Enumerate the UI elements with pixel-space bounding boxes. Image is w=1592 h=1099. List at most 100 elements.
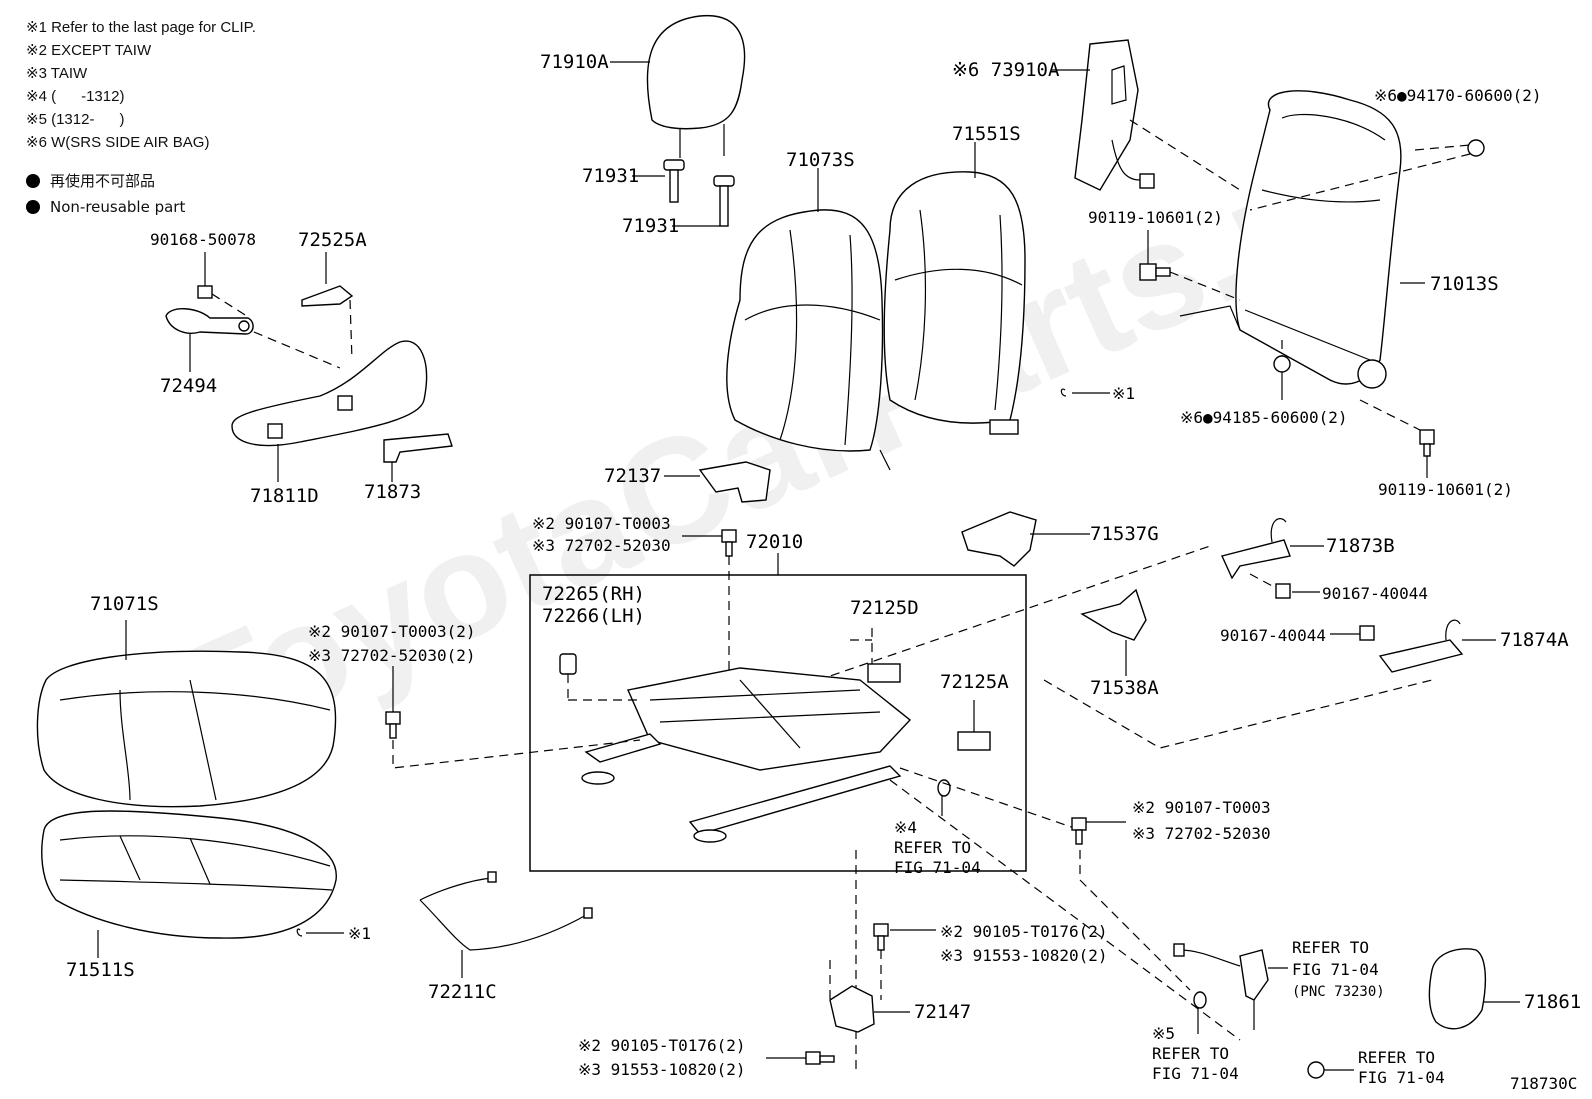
bolt-90168-icon[interactable] <box>197 285 213 299</box>
bracket-71873-part[interactable] <box>383 433 453 463</box>
label-72125A[interactable]: 72125A <box>940 671 1009 693</box>
label-ref4-b[interactable]: REFER TO <box>894 838 972 857</box>
label-90105-a3[interactable]: ※3 91553-10820(2) <box>940 946 1108 965</box>
label-94170[interactable]: ※6●94170-60600(2) <box>1374 86 1542 105</box>
label-72525A[interactable]: 72525A <box>298 229 367 251</box>
label-72147[interactable]: 72147 <box>914 1001 972 1023</box>
label-90105-b2[interactable]: ※2 90105-T0176(2) <box>578 1036 746 1055</box>
label-90119-b[interactable]: 90119-10601(2) <box>1378 480 1513 499</box>
label-71071S[interactable]: 71071S <box>90 593 159 615</box>
label-refA-a[interactable]: REFER TO <box>1292 938 1370 957</box>
label-71874A[interactable]: 71874A <box>1500 629 1569 651</box>
label-clip-1b[interactable]: ※1 <box>348 924 372 943</box>
label-71873B[interactable]: 71873B <box>1326 535 1395 557</box>
note-4: ※4 ( -1312) <box>26 88 125 105</box>
bracket-71873B-part[interactable] <box>1221 518 1291 580</box>
seat-cushion-pad-part[interactable] <box>41 810 337 939</box>
label-71873[interactable]: 71873 <box>364 481 422 503</box>
label-90167-b[interactable]: 90167-40044 <box>1220 626 1326 645</box>
label-90168[interactable]: 90168-50078 <box>150 230 256 249</box>
bracket-71874A-part[interactable] <box>1378 619 1464 673</box>
label-72265[interactable]: 72265(RH) <box>542 583 645 605</box>
headrest-guide-part[interactable] <box>663 159 735 227</box>
label-ref4-c[interactable]: FIG 71-04 <box>894 858 981 877</box>
label-71931-a[interactable]: 71931 <box>582 165 640 187</box>
label-clip-1a[interactable]: ※1 <box>1112 384 1136 403</box>
connector-72125D-part[interactable] <box>867 663 901 683</box>
seatback-frame-part[interactable] <box>1179 90 1402 389</box>
bolt-90105-upper-icon[interactable] <box>873 923 889 951</box>
cover-71538A-part[interactable] <box>1080 588 1147 641</box>
cover-72137-part[interactable] <box>698 461 771 503</box>
label-71538A[interactable]: 71538A <box>1090 677 1159 699</box>
bolt-90167-lower-icon[interactable] <box>1359 625 1375 641</box>
clip-ref4-icon[interactable] <box>937 779 951 797</box>
label-ref5-c[interactable]: FIG 71-04 <box>1152 1064 1239 1083</box>
seatbelt-buckle-part[interactable] <box>1173 943 1269 1030</box>
nut-refB-icon[interactable] <box>1307 1061 1325 1079</box>
label-refB-b[interactable]: FIG 71-04 <box>1358 1068 1445 1087</box>
label-94185[interactable]: ※6●94185-60600(2) <box>1180 408 1348 427</box>
label-71910A[interactable]: 71910A <box>540 51 609 73</box>
label-71013S[interactable]: 71013S <box>1430 273 1499 295</box>
label-90107-a3[interactable]: ※3 72702-52030 <box>532 536 671 555</box>
side-airbag-part[interactable] <box>1074 39 1155 191</box>
label-ref5-b[interactable]: REFER TO <box>1152 1044 1230 1063</box>
bolt-90107-top-icon[interactable] <box>721 529 737 557</box>
seat-cushion-shield-part[interactable] <box>231 340 428 447</box>
label-71931-b[interactable]: 71931 <box>622 215 680 237</box>
nut-94170-icon[interactable] <box>1467 139 1485 157</box>
label-90107-b3[interactable]: ※3 72702-52030(2) <box>308 646 476 665</box>
label-90107-c3[interactable]: ※3 72702-52030 <box>1132 824 1271 843</box>
bolt-90105-lower-icon[interactable] <box>805 1051 835 1065</box>
label-71811D[interactable]: 71811D <box>250 485 319 507</box>
cover-71537G-part[interactable] <box>961 511 1037 567</box>
seat-adjuster-part[interactable] <box>581 667 912 843</box>
connector-72125A-part[interactable] <box>957 731 991 751</box>
recliner-handle-part[interactable] <box>165 308 254 335</box>
clip-72265-part[interactable] <box>559 653 577 675</box>
dash-94170-b <box>1249 153 1471 211</box>
seatback-cover-part[interactable] <box>726 209 891 471</box>
seatback-pad-part[interactable] <box>883 171 1026 435</box>
bracket-72147-part[interactable] <box>829 985 875 1033</box>
clip-ref5-icon[interactable] <box>1193 991 1207 1009</box>
label-71511S[interactable]: 71511S <box>66 959 135 981</box>
label-72137[interactable]: 72137 <box>604 465 662 487</box>
label-72125D[interactable]: 72125D <box>850 597 919 619</box>
label-71073S[interactable]: 71073S <box>786 149 855 171</box>
seat-cushion-cover-part[interactable] <box>36 650 337 808</box>
label-90107-c2[interactable]: ※2 90107-T0003 <box>1132 798 1271 817</box>
label-71551S[interactable]: 71551S <box>952 123 1021 145</box>
headrest-part[interactable] <box>646 14 746 158</box>
dash-71873B <box>759 545 1211 701</box>
label-72266[interactable]: 72266(LH) <box>542 605 645 627</box>
dash-90107c-b <box>1079 850 1191 991</box>
label-71861[interactable]: 71861 <box>1524 991 1582 1013</box>
label-90107-b2[interactable]: ※2 90107-T0003(2) <box>308 622 476 641</box>
bolt-90107-right-icon[interactable] <box>1071 817 1087 845</box>
cover-71861-part[interactable] <box>1428 948 1487 1030</box>
label-72494[interactable]: 72494 <box>160 375 218 397</box>
label-90105-b3[interactable]: ※3 91553-10820(2) <box>578 1060 746 1079</box>
label-90119-a[interactable]: 90119-10601(2) <box>1088 208 1223 227</box>
bolt-90119-upper-icon[interactable] <box>1139 263 1171 281</box>
label-refA-b[interactable]: FIG 71-04 <box>1292 960 1379 979</box>
note-1: ※1 Refer to the last page for CLIP. <box>26 19 256 36</box>
label-73910A[interactable]: ※6 73910A <box>952 59 1060 81</box>
label-90105-a2[interactable]: ※2 90105-T0176(2) <box>940 922 1108 941</box>
label-90107-a2[interactable]: ※2 90107-T0003 <box>532 514 671 533</box>
label-71537G[interactable]: 71537G <box>1090 523 1159 545</box>
label-72010[interactable]: 72010 <box>746 531 804 553</box>
label-refB-a[interactable]: REFER TO <box>1358 1048 1436 1067</box>
recliner-knob-cover-part[interactable] <box>301 285 354 307</box>
bolt-90119-lower-icon[interactable] <box>1419 429 1435 457</box>
label-refA-c[interactable]: (PNC 73230) <box>1292 984 1385 1000</box>
bolt-90167-upper-icon[interactable] <box>1275 583 1291 599</box>
wire-72211C-part[interactable] <box>419 871 593 951</box>
label-90167-a[interactable]: 90167-40044 <box>1322 584 1428 603</box>
nut-94185-icon[interactable] <box>1273 355 1291 373</box>
bolt-90107-left-icon[interactable] <box>385 711 401 739</box>
label-72211C[interactable]: 72211C <box>428 981 497 1003</box>
